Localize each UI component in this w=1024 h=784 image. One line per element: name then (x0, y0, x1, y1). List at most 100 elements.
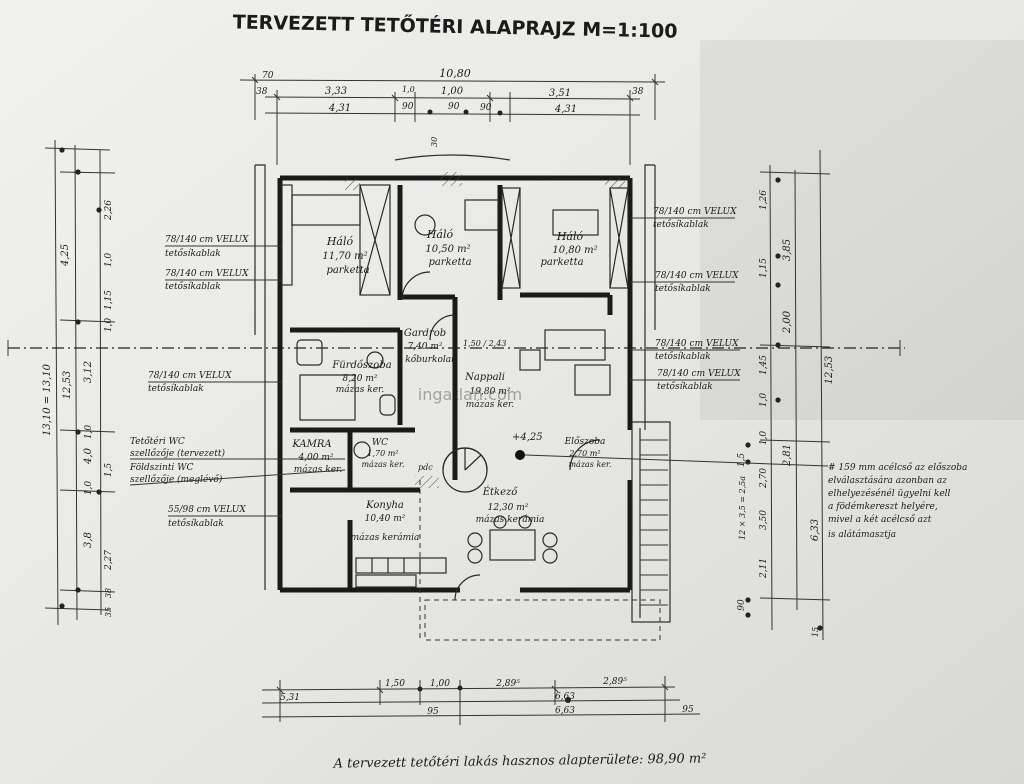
dim-left-inner-6: 38 (104, 588, 113, 598)
dim-right-inner-1: 1,15 (759, 258, 769, 278)
svg-text:78/140 cm VELUX: 78/140 cm VELUX (165, 269, 249, 279)
svg-text:78/140 cm VELUX: 78/140 cm VELUX (165, 235, 249, 245)
velux-note-left-2: 78/140 cm VELUX tetősíkablak (165, 269, 282, 292)
dim-right-mid-2: 1,45 (759, 355, 769, 375)
svg-text:kőburkolat: kőburkolat (405, 354, 455, 365)
dim-top-r2-4: 3,51 (549, 88, 571, 99)
svg-text:parketta: parketta (326, 265, 369, 276)
velux-note-left-3: 78/140 cm VELUX tetősíkablak (148, 371, 282, 394)
dim-left-inner-0: 2,26 (104, 200, 114, 221)
dim-top-r3-1: 90 (402, 102, 414, 112)
dim-right-outer-1: 6,33 (810, 519, 821, 541)
svg-text:mázas ker.: mázas ker. (294, 464, 343, 475)
svg-text:10,80 m²: 10,80 m² (552, 245, 597, 256)
svg-text:10,50 m²: 10,50 m² (425, 244, 470, 255)
svg-text:Fürdőszoba: Fürdőszoba (331, 360, 391, 371)
svg-text:Tetőtéri WC: Tetőtéri WC (130, 436, 185, 447)
svg-text:10,40 m²: 10,40 m² (365, 514, 406, 524)
room-konyha: Konyha 10,40 m² mázas kerámia (351, 500, 420, 543)
svg-text:Konyha: Konyha (365, 500, 404, 511)
svg-text:78/140 cm VELUX: 78/140 cm VELUX (657, 369, 741, 379)
dim-top-r2-1: 3,33 (325, 86, 347, 97)
room-furdo: Fürdőszoba 8,20 m² mázas ker. (331, 360, 391, 395)
svg-text:tetősíkablak: tetősíkablak (168, 518, 224, 529)
dim-bottom-r1-3: 2,89⁵ (602, 677, 627, 687)
stair-steps: 12 × 3,5 = 2,5a (738, 476, 747, 540)
dim-bottom-r1-1: 1,00 (430, 679, 450, 689)
velux-note-left-1: 78/140 cm VELUX tetősíkablak (165, 235, 282, 259)
svg-text:Háló: Háló (556, 230, 584, 243)
svg-text:Étkező: Étkező (482, 486, 519, 498)
svg-text:# 159 mm acélcső az előszoba: # 159 mm acélcső az előszoba (828, 462, 967, 473)
room-gardrob: Gardrob 7,40 m² kőburkolat (404, 328, 455, 365)
svg-text:mivel a két acélcső azt: mivel a két acélcső azt (828, 514, 932, 525)
bottom-dimension-lines (261, 676, 701, 725)
dim-top-offset: 70 (262, 71, 274, 81)
velux-note-right-4: 78/140 cm VELUX tetősíkablak (630, 369, 741, 392)
dim-right-inner-4: 1,5 (737, 453, 747, 468)
dim-right-inner-2: 1,0 (759, 393, 769, 408)
shadow-overlay (700, 40, 1024, 420)
svg-text:7,40 m²: 7,40 m² (407, 342, 442, 352)
floor-plan (254, 154, 671, 641)
dim-bottom-r2-0: 5,31 (280, 693, 300, 703)
svg-text:Gardrob: Gardrob (404, 328, 446, 339)
dim-bottom-r1-0: 1,50 (385, 679, 405, 689)
dim-bottom-r3-2: 95 (682, 705, 694, 715)
dim-left-inner-7: 35 (104, 607, 113, 617)
dim-right-mid-3: 2,70 (759, 468, 769, 489)
svg-text:parketta: parketta (428, 257, 471, 268)
svg-text:tetősíkablak: tetősíkablak (165, 248, 221, 259)
svg-text:tetősíkablak: tetősíkablak (655, 283, 711, 294)
dim-top-r3-4: 4,31 (554, 104, 577, 115)
svg-text:78/140 cm VELUX: 78/140 cm VELUX (653, 207, 737, 217)
svg-text:4,00 m²: 4,00 m² (297, 453, 333, 463)
room-etkezo: Étkező 12,30 m² mázas kerámia (476, 486, 545, 525)
room-halo-1: Háló 11,70 m² parketta (322, 235, 369, 276)
dim-left-inner-1: 1,0 (104, 253, 114, 268)
svg-text:a födémkereszt helyére,: a födémkereszt helyére, (828, 501, 938, 512)
right-dimension-lines (745, 149, 831, 641)
dim-left-mid-4: 4,0 (83, 447, 94, 465)
dim-top-overall: 10,80 (439, 67, 471, 80)
svg-text:mázas kerámia: mázas kerámia (476, 514, 545, 525)
velux-note-right-1: 78/140 cm VELUX tetősíkablak (630, 207, 737, 230)
svg-text:szellőzője (tervezett): szellőzője (tervezett) (130, 448, 225, 459)
steel-column-icon (515, 450, 525, 460)
svg-text:8,20 m²: 8,20 m² (342, 374, 377, 384)
svg-text:parketta: parketta (540, 257, 583, 268)
svg-text:1,70 m²: 1,70 m² (367, 449, 398, 458)
dim-right-mid-1: 2,00 (782, 310, 793, 334)
svg-text:mázas ker.: mázas ker. (568, 460, 611, 469)
svg-text:tetősíkablak: tetősíkablak (653, 219, 709, 230)
svg-text:KAMRA: KAMRA (291, 439, 331, 450)
dim-left-inner-2: 1,15 (104, 290, 114, 310)
pdc-label: pdc (418, 463, 433, 472)
dim-bottom-r3-0: 95 (427, 707, 439, 717)
steel-pipe-note: # 159 mm acélcső az előszoba elválasztás… (524, 454, 967, 540)
dim-left-mid-2: 3,12 (83, 361, 94, 383)
dim-top-r2-5: 38 (632, 87, 644, 97)
room-halo-3: Háló 10,80 m² parketta (540, 230, 597, 268)
svg-text:Előszoba: Előszoba (564, 436, 606, 447)
dim-bottom-r3-1: 6,63 (555, 706, 575, 716)
level-marker: +4,25 (512, 432, 543, 443)
dim-top-r2-0: 38 (256, 87, 268, 97)
dim-right-mid-4: 3,50 (759, 510, 769, 530)
room-halo-2: Háló 10,50 m² parketta (425, 228, 471, 268)
dim-right-inner-0: 1,26 (759, 190, 769, 210)
dim-left-mid-5: 1,0 (84, 481, 94, 496)
svg-text:mázas ker.: mázas ker. (361, 460, 404, 469)
svg-text:2,70 m²: 2,70 m² (568, 449, 600, 458)
dim-left-mid-1: 12,53 (62, 371, 73, 400)
dim-top-r3-3: 90 (480, 103, 492, 113)
room-nappali: Nappali 19,80 m² mázas ker. (464, 372, 514, 410)
svg-text:tetősíkablak: tetősíkablak (657, 381, 713, 392)
svg-text:Földszinti WC: Földszinti WC (129, 463, 193, 473)
wc-vent-note: Tetőtéri WC szellőzője (tervezett) Földs… (129, 436, 346, 486)
room-kamra: KAMRA 4,00 m² mázas ker. (291, 439, 342, 475)
dim-left-inner-5: 2,27 (104, 550, 114, 571)
svg-text:is alátámasztja: is alátámasztja (828, 529, 896, 540)
